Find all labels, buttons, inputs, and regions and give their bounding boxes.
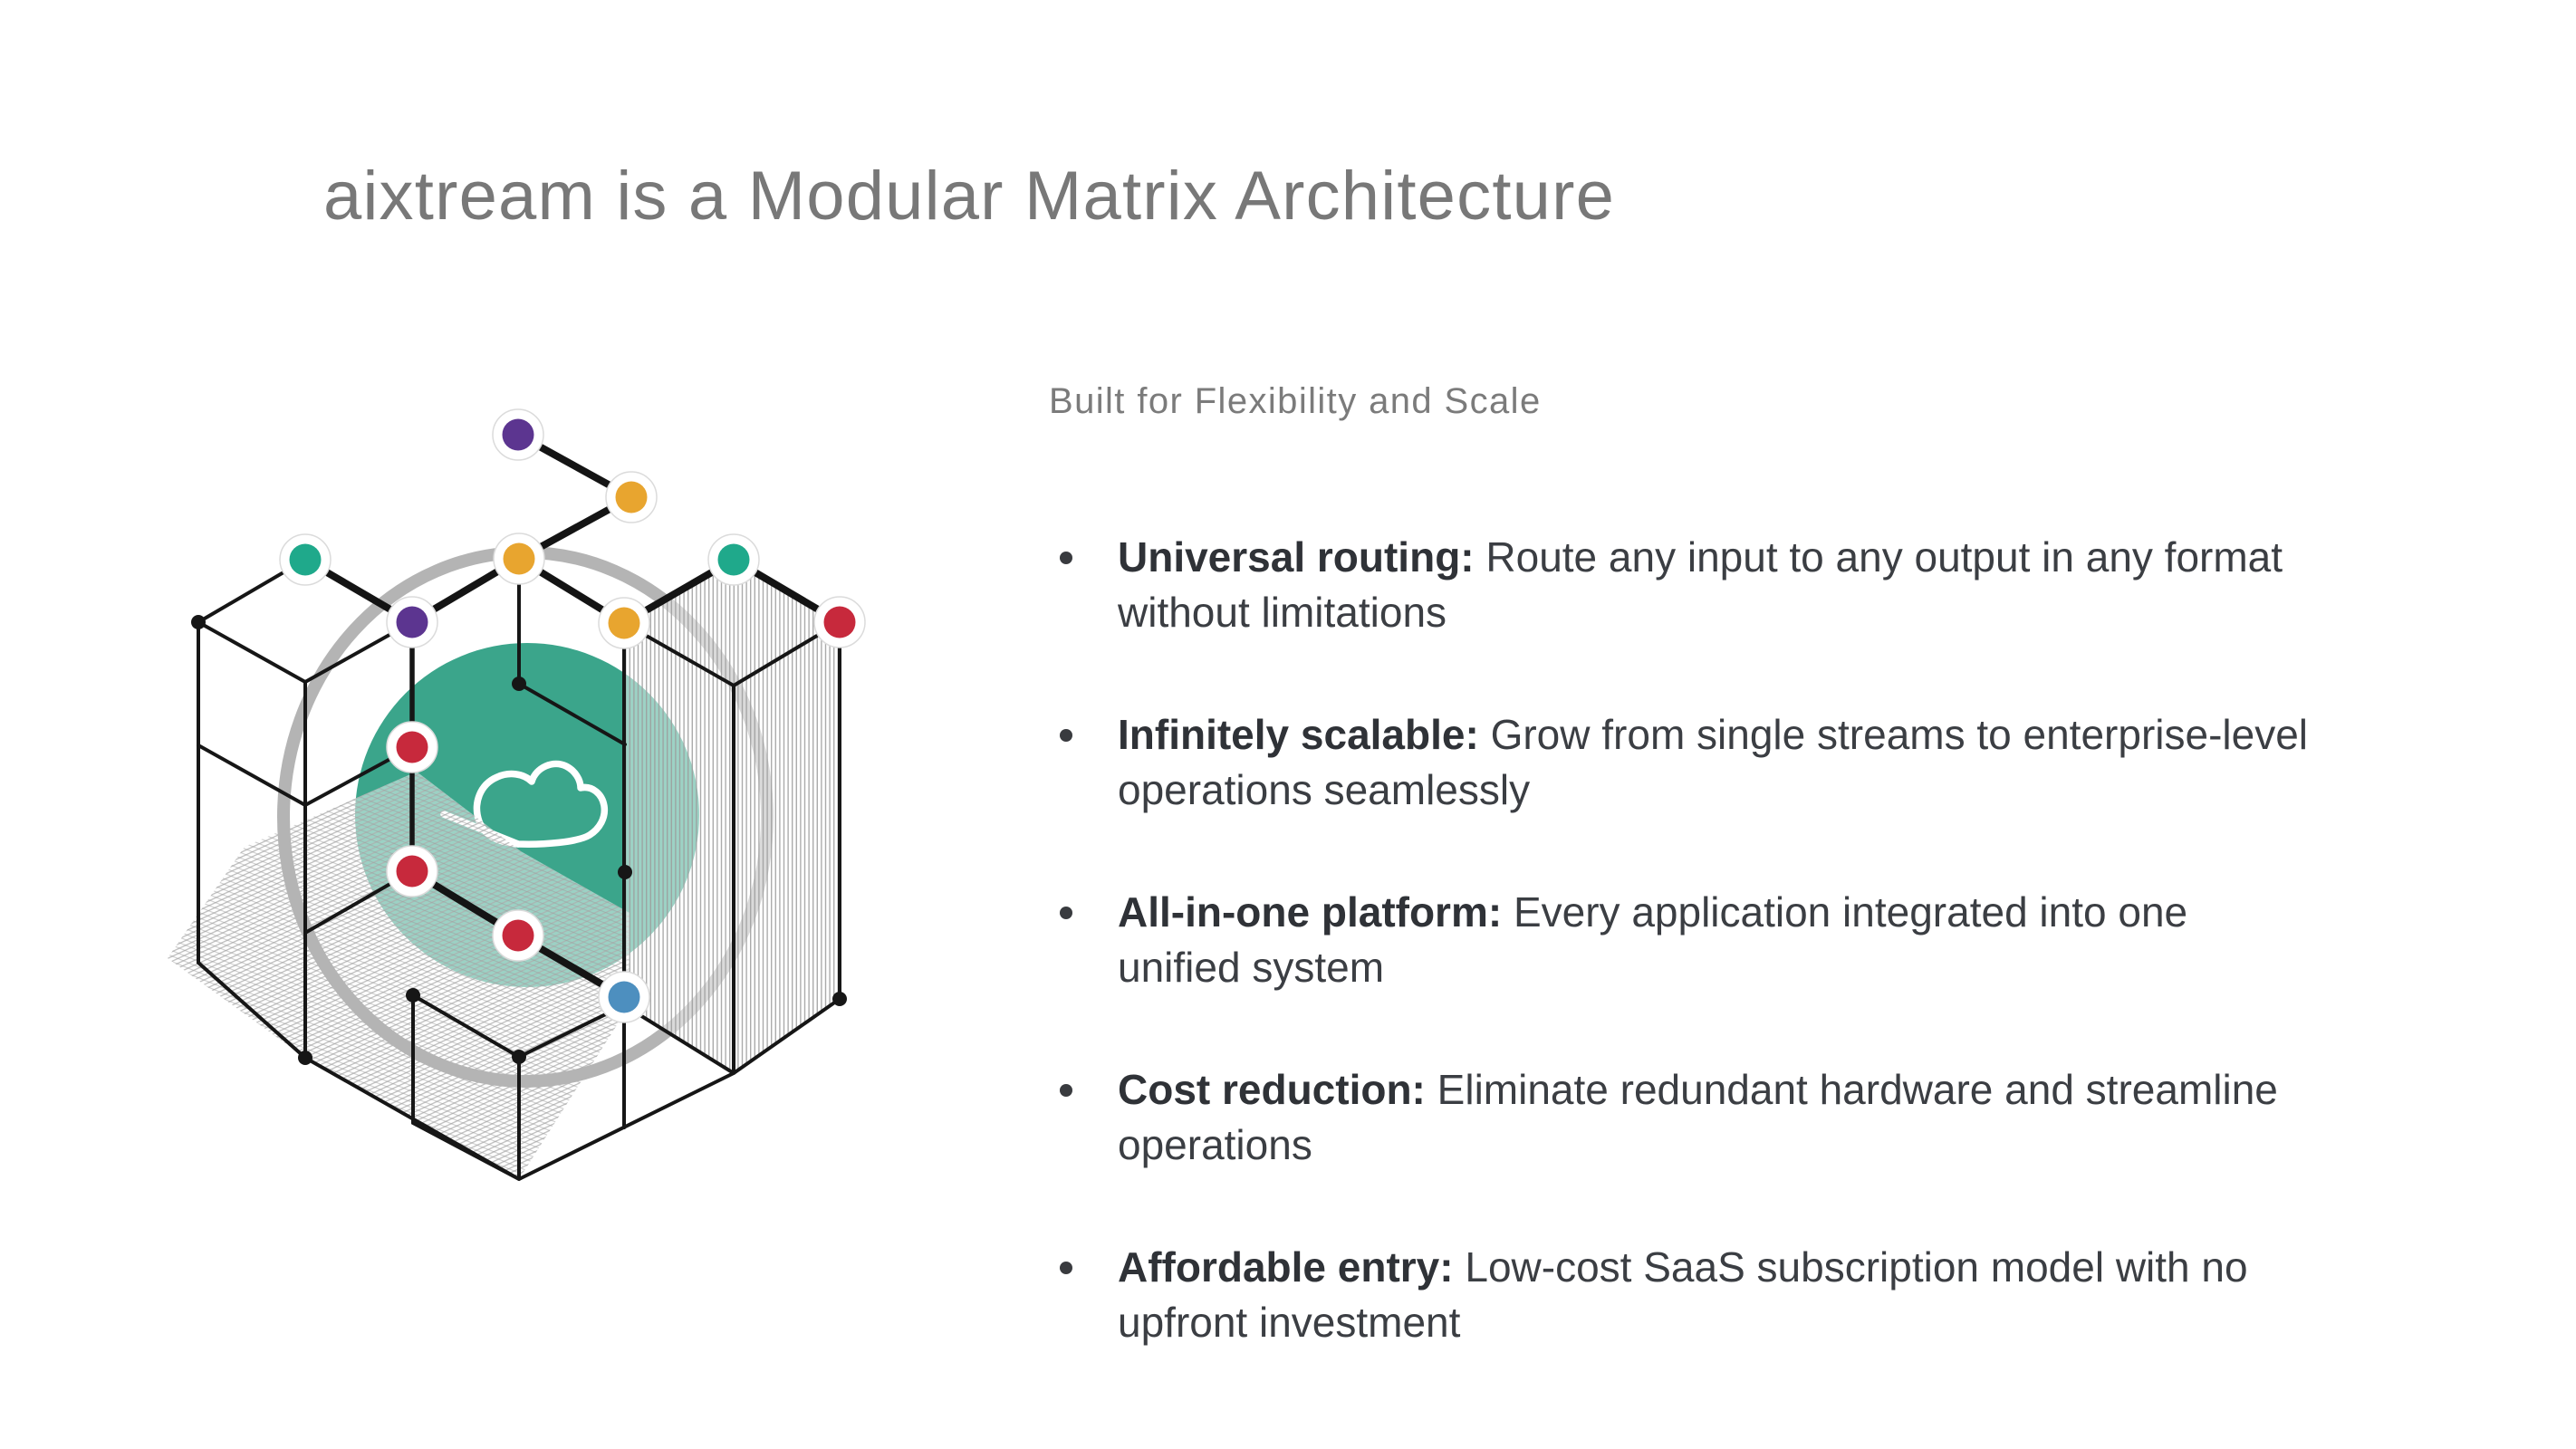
junction-dot [298,1051,312,1065]
junction-dot [512,677,526,691]
bullet-dot [1060,1084,1072,1097]
bullet-text: Every application integrated into one un… [1118,888,2188,991]
junction-dot [618,865,632,879]
junction-dot [191,615,206,629]
node-red-right [823,606,856,638]
bullet-dot [1060,552,1072,564]
benefit-item: Universal routing: Route any input to an… [1042,530,2509,640]
bullet-dot [1060,729,1072,742]
bullet-lead: Affordable entry: [1118,1243,1454,1291]
bullet-lead: Infinitely scalable: [1118,711,1479,758]
node-green-right [717,543,750,576]
benefits-list: Universal routing: Route any input to an… [1042,530,2509,1417]
junction-dot [406,988,420,1003]
junction-dots [191,615,847,1065]
node-red-a [396,731,428,763]
bullet-text: Low-cost SaaS subscription model with no… [1118,1243,2248,1346]
matrix-illustration [168,408,866,1181]
routing-nodes [279,408,866,1023]
node-orange-c [608,607,640,639]
bullet-dot [1060,907,1072,919]
page-title: aixtream is a Modular Matrix Architectur… [323,157,1616,235]
bullet-lead: Universal routing: [1118,533,1475,581]
bullet-text: Eliminate redundant hardware and streaml… [1118,1066,2278,1168]
node-red-b [396,855,428,888]
bullet-dot [1060,1262,1072,1274]
bullet-text: Route any input to any output in any for… [1118,533,2283,636]
node-purple-top [502,418,534,451]
benefit-item: Affordable entry: Low-cost SaaS subscrip… [1042,1240,2509,1350]
node-orange-a [615,481,648,513]
node-orange-b [503,542,535,575]
node-red-c [502,919,534,952]
bullet-lead: All-in-one platform: [1118,888,1503,936]
benefit-item: Infinitely scalable: Grow from single st… [1042,707,2509,818]
benefit-item: Cost reduction: Eliminate redundant hard… [1042,1062,2509,1173]
benefit-item: All-in-one platform: Every application i… [1042,885,2509,995]
node-green-left [289,543,322,576]
bullet-lead: Cost reduction: [1118,1066,1426,1113]
junction-dot [832,992,847,1006]
node-purple-b [396,606,428,638]
section-subtitle: Built for Flexibility and Scale [1049,381,1542,421]
junction-dot [512,1050,526,1064]
node-blue-a [608,981,640,1013]
bullet-text: Grow from single streams to enterprise-l… [1118,711,2308,813]
